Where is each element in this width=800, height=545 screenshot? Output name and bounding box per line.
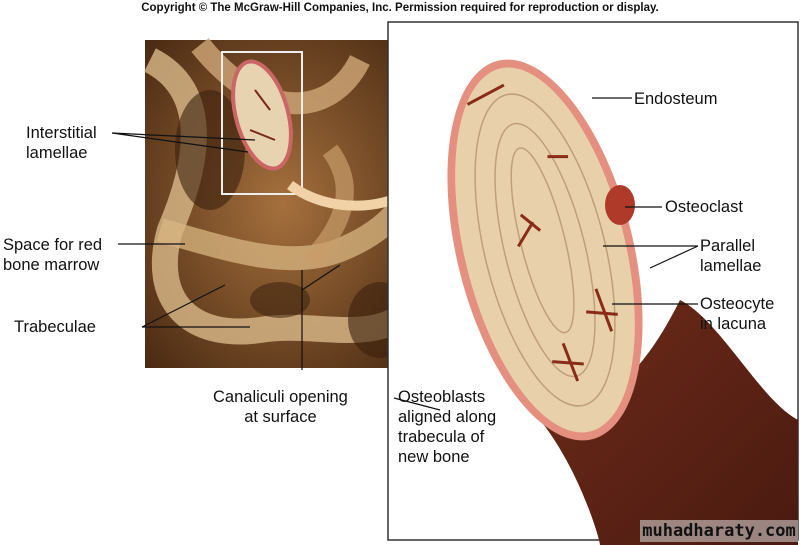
small-trabecula-inset: [231, 59, 293, 171]
label-trabeculae: Trabeculae: [14, 318, 96, 336]
copyright-notice: Copyright © The McGraw-Hill Companies, I…: [141, 2, 659, 14]
watermark: muhadharaty.com: [640, 520, 798, 542]
label-osteoclast: Osteoclast: [665, 198, 743, 216]
trabecula-body: [540, 300, 798, 545]
trabecula-cross-section: [447, 59, 643, 441]
osteoclast-cell: [605, 185, 635, 225]
magnified-region-box: [221, 51, 303, 195]
leader-lines: [111, 97, 699, 411]
label-endosteum: Endosteum: [634, 90, 718, 108]
